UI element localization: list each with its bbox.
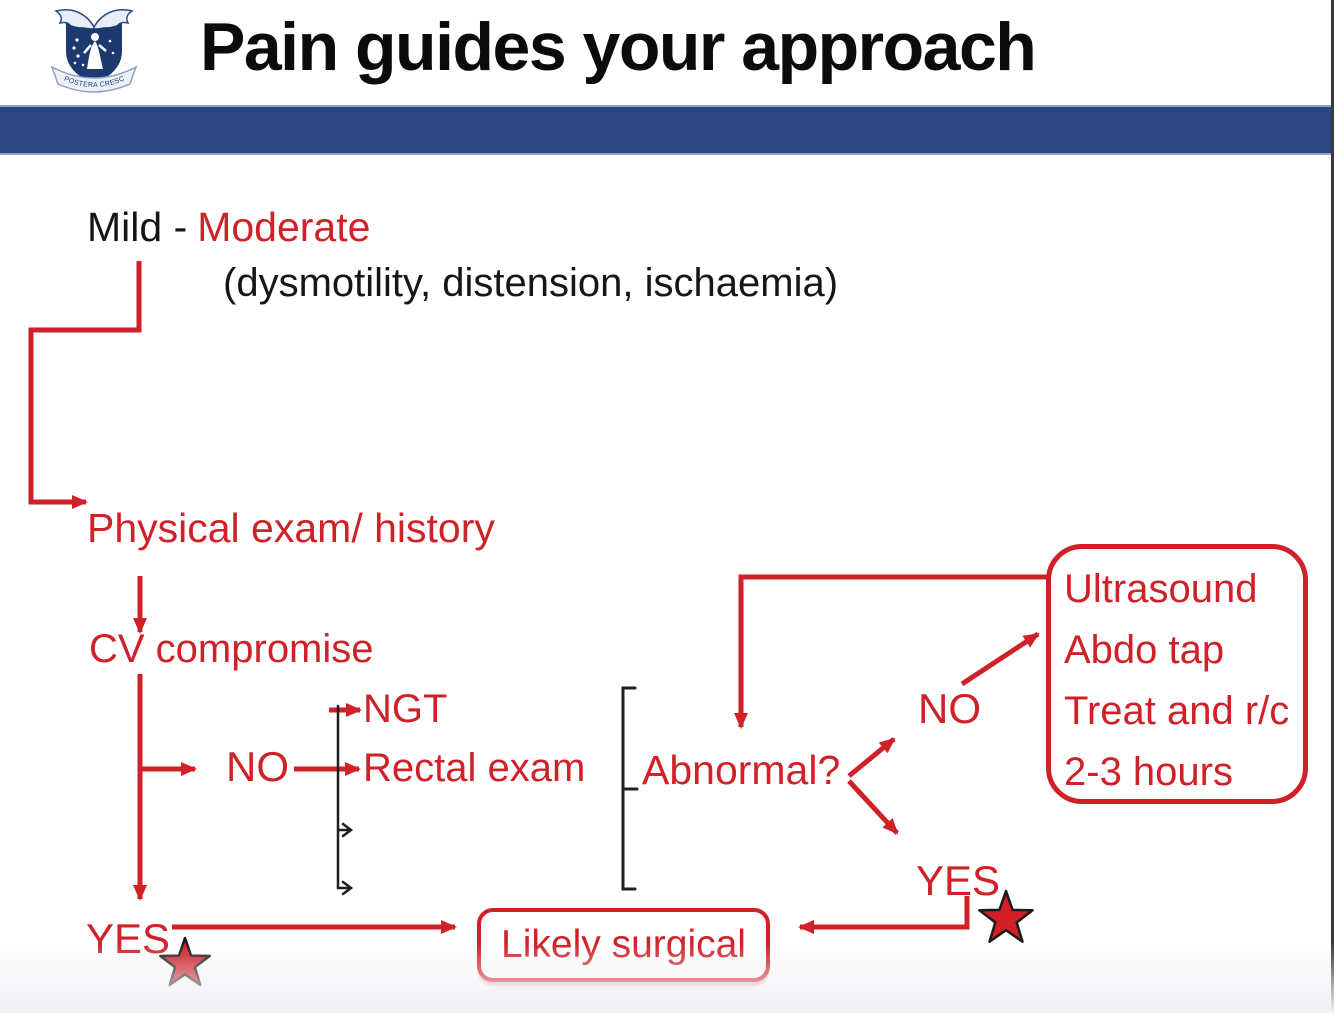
box-line-treat: Treat and r/c [1064,689,1290,733]
ngt-node: NGT [363,687,448,731]
cv-compromise-node: CV compromise [89,627,374,671]
subtype-label: (dysmotility, distension, ischaemia) [223,261,839,305]
distributor-line [336,704,352,890]
box-line-ultrasound: Ultrasound [1064,567,1258,611]
severity-label: Mild -Moderate [87,204,370,251]
crest-figure-head [91,33,99,41]
no-left-label: NO [226,743,289,790]
rectal-exam-node: Rectal exam [363,746,586,790]
no-right-label: NO [918,685,981,732]
box-line-hours: 2-3 hours [1064,750,1233,794]
bottom-fade [0,943,1334,1013]
university-crest-logo: POSTERA CRESCAM LAUDE [48,3,140,95]
slide-title: Pain guides your approach [200,9,1037,85]
right-edge-line [1331,0,1334,1013]
arrow-box-to-abnormal [734,574,1047,729]
crest-icon: POSTERA CRESCAM LAUDE [48,3,138,93]
box-line-abdo-tap: Abdo tap [1064,628,1225,672]
moderate-text: Moderate [197,204,371,250]
crest-figure-arms [83,44,107,54]
chevron-arrow-bottom [341,880,354,896]
bracket-shape [621,686,639,891]
arrow-mild-to-physical [28,261,142,509]
arrow-no-to-box [960,631,1040,687]
arrow-abnormal-to-yes [847,779,899,835]
mild-text: Mild - [87,204,188,250]
physical-exam-node: Physical exam/ history [87,505,495,551]
crest-figure-body [87,41,103,69]
arrow-abnormal-to-no [847,737,896,778]
crest-banner [50,65,138,93]
crest-stars [72,38,115,67]
abnormal-node: Abnormal? [642,747,841,793]
chevron-arrow-mid [336,822,354,838]
header-divider-bar [0,105,1334,155]
ultrasound-box: Ultrasound Abdo tap Treat and r/c 2-3 ho… [1046,544,1308,804]
yes-right-label: YES [916,857,1001,904]
